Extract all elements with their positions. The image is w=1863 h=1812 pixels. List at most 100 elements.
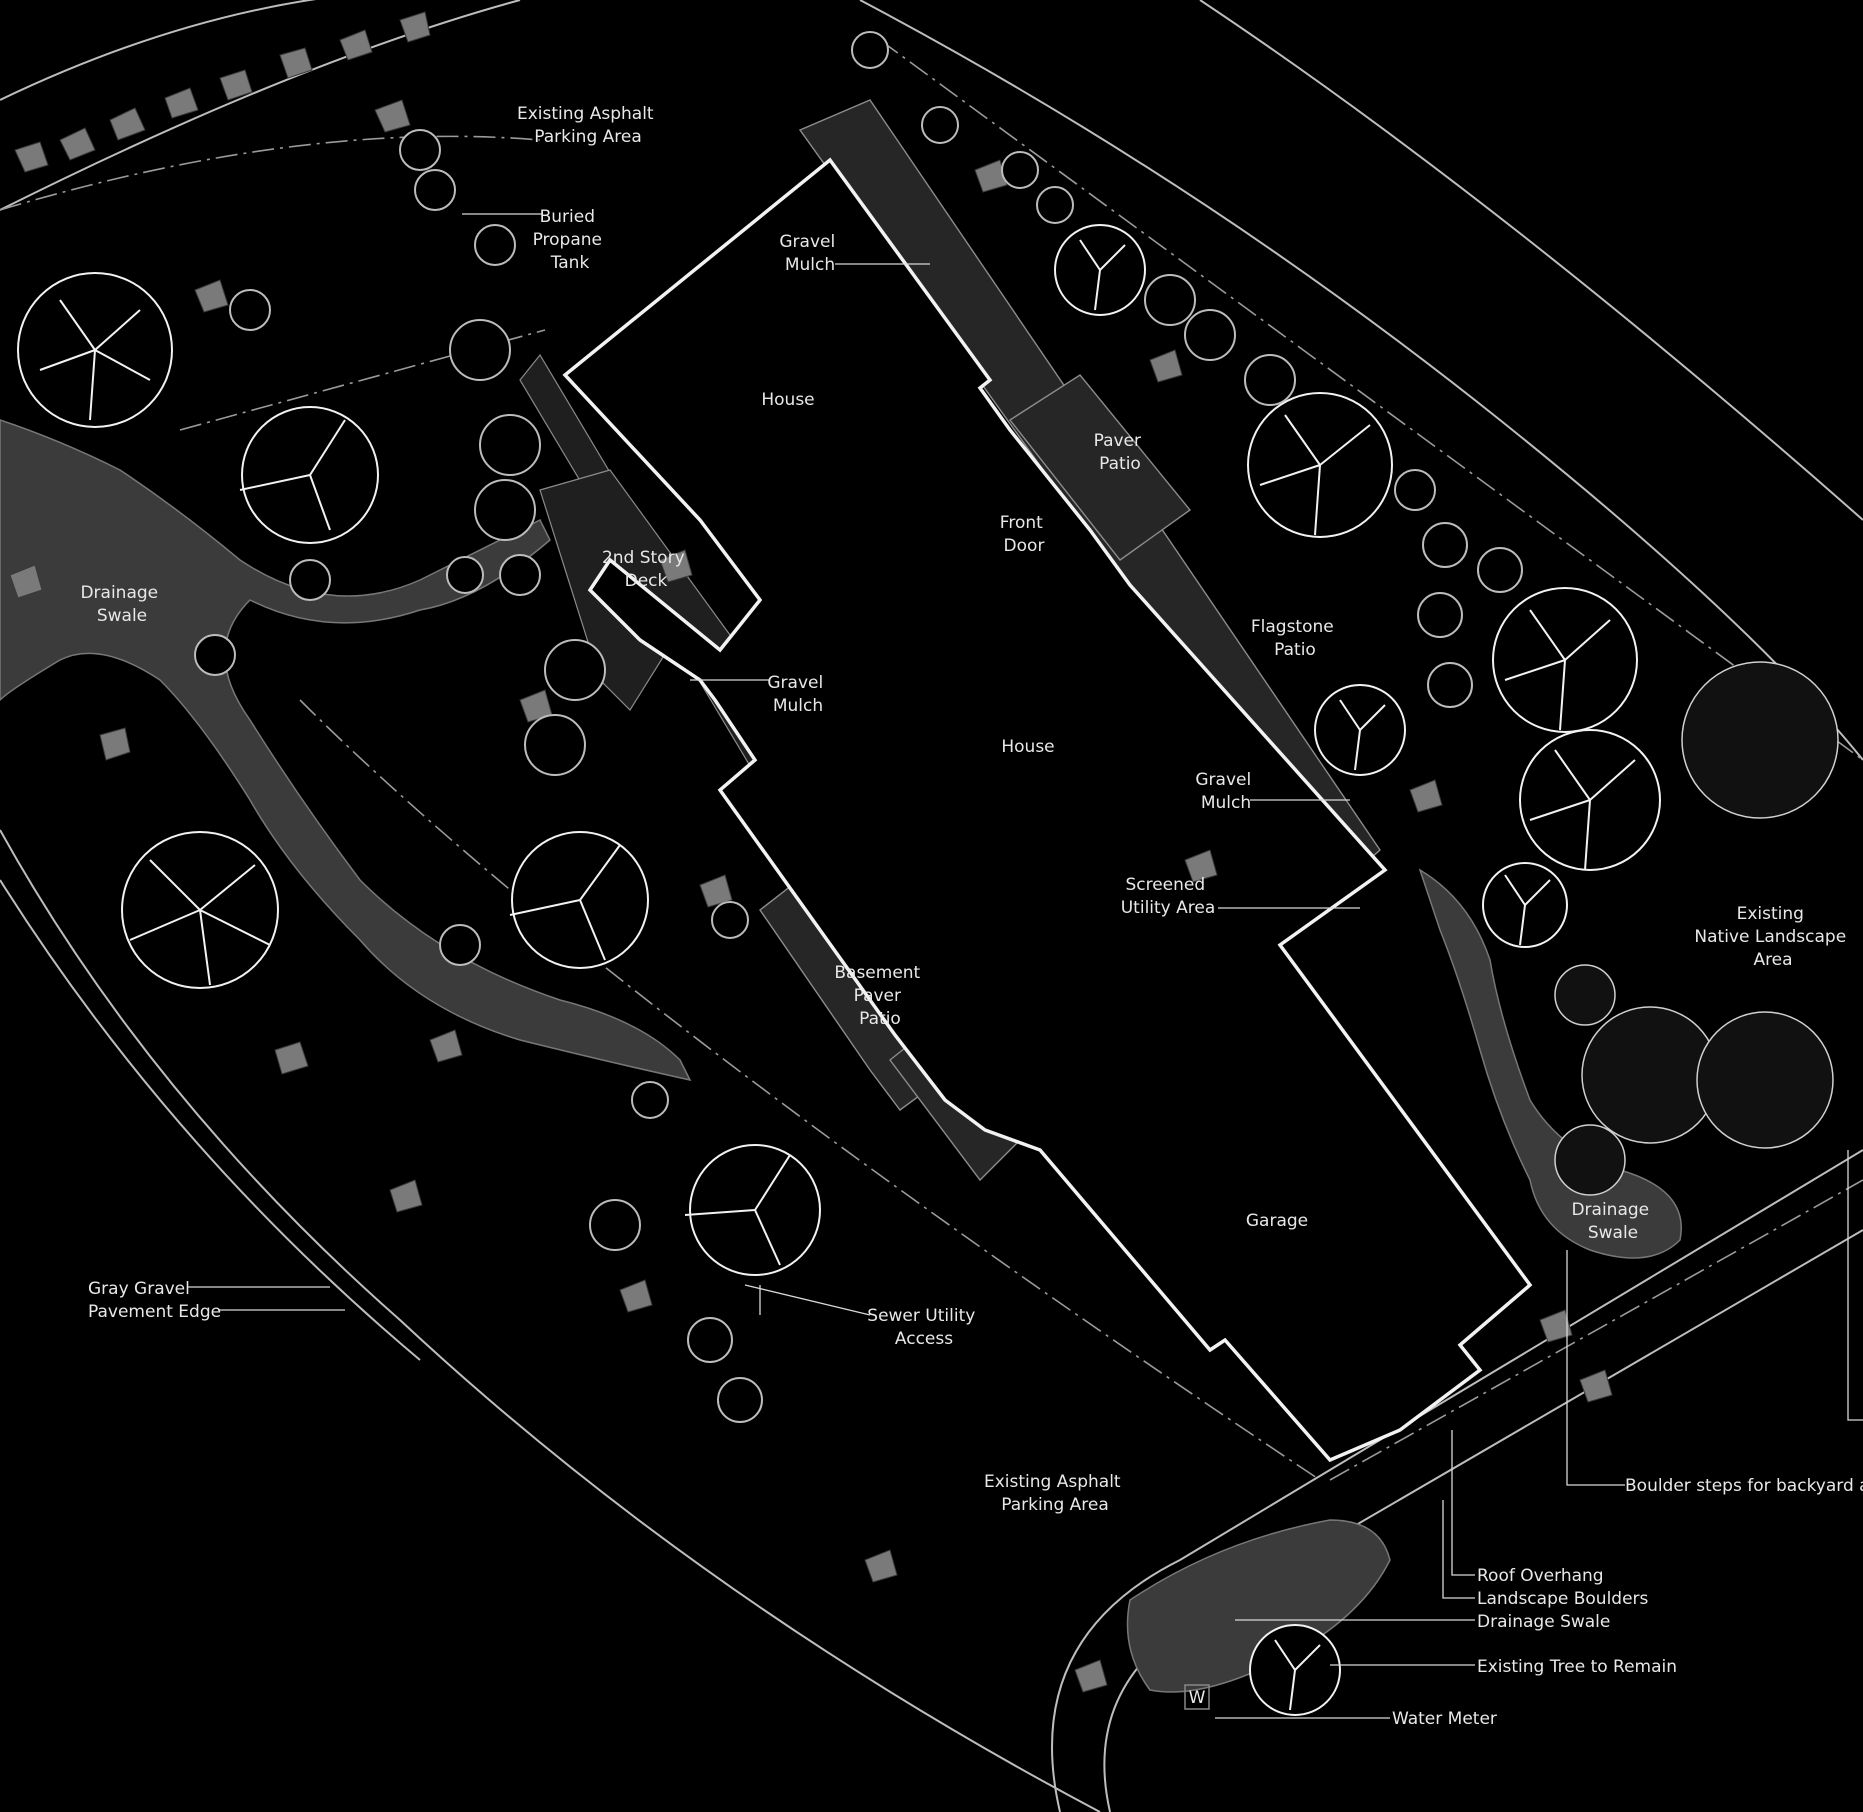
boulder-icon <box>164 87 199 119</box>
label-basement: Basement Paver Patio <box>834 963 925 1029</box>
label-roof-overhang: Roof Overhang <box>1477 1566 1604 1586</box>
tree-icon <box>239 406 379 544</box>
boulder-icon <box>339 29 373 61</box>
shrub-icon <box>1422 522 1468 568</box>
tree-icon <box>1054 224 1146 316</box>
boulder-icon <box>99 727 131 761</box>
boulder-icon <box>1074 1659 1108 1693</box>
tree-icon <box>1249 1624 1341 1716</box>
label-gravel-right: Gravel Mulch <box>1195 770 1256 813</box>
label-screened: Screened Utility Area <box>1121 875 1216 918</box>
tree-icon <box>1492 587 1638 733</box>
tree-icon <box>1247 392 1393 538</box>
shrub-icon <box>474 224 516 266</box>
boulder-icon <box>59 127 96 161</box>
trees <box>17 224 1661 1716</box>
tree-icon <box>1554 964 1616 1026</box>
site-labels: Existing Asphalt Parking Area Buried Pro… <box>80 104 1863 1729</box>
boulder-icon <box>1539 1309 1573 1343</box>
tree-icon <box>1314 684 1406 776</box>
boulder-icon <box>109 107 146 141</box>
shrub-icon <box>1244 354 1296 406</box>
drainage-swales <box>0 419 1682 1693</box>
house-footprint <box>562 157 1533 1463</box>
shrub-icon <box>851 31 889 69</box>
drainage-swale-bottom <box>1126 1519 1391 1693</box>
label-boulder-steps: Boulder steps for backyard ac <box>1625 1476 1863 1496</box>
label-paver-patio: Paver Patio <box>1094 431 1147 474</box>
boulder-icon <box>9 564 43 599</box>
label-pavement-edge: Pavement Edge <box>88 1302 221 1322</box>
label-drainage-left: Drainage Swale <box>80 583 163 626</box>
drainage-swale-left <box>0 419 692 1082</box>
boulder-icon <box>699 874 733 908</box>
boulder-icon <box>1409 779 1443 813</box>
boulder-icon <box>219 69 253 101</box>
tree-icon <box>1519 729 1661 871</box>
label-garage: Garage <box>1246 1211 1308 1231</box>
boulder-icon <box>864 1549 898 1583</box>
boulder-icon <box>274 1041 309 1075</box>
shrub-icon <box>399 129 441 171</box>
label-flagstone: Flagstone Patio <box>1251 617 1339 660</box>
tree-icon <box>1482 862 1568 948</box>
native-trees <box>1554 661 1839 1196</box>
shrub-icon <box>1394 469 1436 511</box>
boulder-icon <box>1184 849 1218 883</box>
label-gray-gravel: Gray Gravel <box>88 1279 190 1299</box>
shrub-icon <box>589 1199 641 1251</box>
shrub-icon <box>289 559 331 601</box>
label-native: Existing Native Landscape Area <box>1694 904 1851 970</box>
label-landscape-boulders: Landscape Boulders <box>1477 1589 1649 1609</box>
label-house-mid: House <box>1001 737 1054 757</box>
shrub-icon <box>1036 186 1074 224</box>
tree-icon <box>509 831 649 969</box>
water-meter-box <box>1184 1684 1210 1710</box>
tree-icon <box>121 831 279 989</box>
shrub-icon <box>229 289 271 331</box>
shrub-icon <box>439 924 481 966</box>
boulder-icon <box>429 1029 463 1063</box>
boulder-icon <box>1149 349 1183 383</box>
shrub-icon <box>499 554 541 596</box>
paver-patio-front <box>1008 374 1192 561</box>
shrub-icon <box>1417 592 1463 638</box>
label-drainage-right: Drainage Swale <box>1571 1200 1654 1243</box>
boulder-icon <box>279 47 313 79</box>
boulder-icon <box>974 159 1008 193</box>
tree-icon <box>17 272 173 428</box>
leader-lines <box>188 213 1863 1719</box>
boulder-icon <box>14 141 49 173</box>
label-deck: 2nd Story Deck <box>602 548 690 591</box>
shrub-icon <box>524 714 586 776</box>
label-asphalt-bottom: Existing Asphalt Parking Area <box>984 1472 1126 1515</box>
tree-icon <box>1696 1011 1834 1149</box>
shrub-icon <box>717 1377 763 1423</box>
shrub-icon <box>479 414 541 476</box>
shrub-icon <box>1144 274 1196 326</box>
drainage-swale-right <box>1418 868 1682 1259</box>
boulder-icon <box>659 549 693 583</box>
shrub-icon <box>921 106 959 144</box>
shrub-icon <box>414 169 456 211</box>
shrub-icon <box>194 634 236 676</box>
landscape-boulders <box>9 11 1613 1693</box>
water-meter-mark: W <box>1189 1688 1206 1708</box>
shrub-icon <box>474 479 536 541</box>
shrub-icon <box>446 556 484 594</box>
shrub-icon <box>631 1081 669 1119</box>
tree-icon <box>1554 1124 1626 1196</box>
boulder-icon <box>389 1179 423 1213</box>
label-house-top: House <box>761 390 814 410</box>
label-front-door: Front Door <box>1000 513 1048 556</box>
boulder-icon <box>1579 1369 1613 1403</box>
shrub-icon <box>687 1317 733 1363</box>
label-asphalt-top: Existing Asphalt Parking Area <box>517 104 659 147</box>
shrubs <box>194 31 1523 1423</box>
label-drainage-swale-key: Drainage Swale <box>1477 1612 1610 1632</box>
tree-icon <box>684 1144 821 1276</box>
tree-icon <box>1681 661 1839 819</box>
label-existing-tree: Existing Tree to Remain <box>1477 1657 1677 1677</box>
shrub-icon <box>711 901 749 939</box>
